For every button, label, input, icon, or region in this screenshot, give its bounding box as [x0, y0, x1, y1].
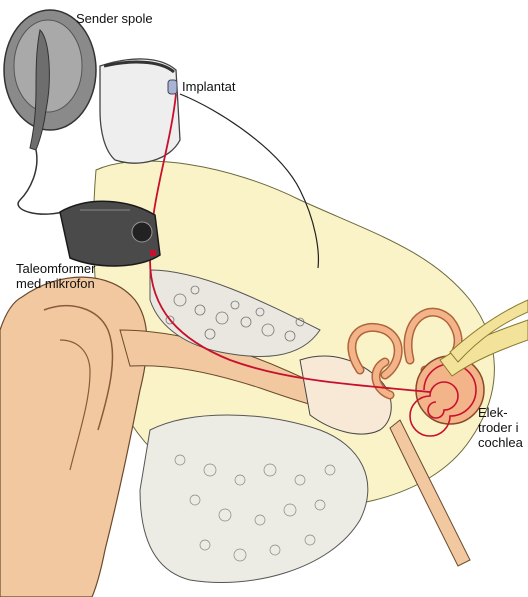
coil-cable [18, 150, 70, 214]
label-electrodes-line3: cochlea [478, 435, 523, 450]
label-speech-processor-line1: Taleomformer [16, 261, 95, 276]
sender-coil [4, 10, 96, 150]
label-sender-coil: Sender spole [76, 11, 153, 26]
outer-ear-skin [0, 277, 147, 597]
label-electrodes-line2: troder i [478, 420, 523, 435]
lower-bone [140, 415, 368, 583]
label-speech-processor: Taleomformer med mikrofon [16, 261, 95, 291]
label-electrodes-line1: Elek- [478, 405, 523, 420]
label-implant: Implantat [182, 79, 235, 94]
label-electrodes: Elek- troder i cochlea [478, 405, 523, 450]
label-speech-processor-line2: med mikrofon [16, 276, 95, 291]
implant-body [100, 59, 180, 163]
speech-processor [60, 201, 160, 266]
